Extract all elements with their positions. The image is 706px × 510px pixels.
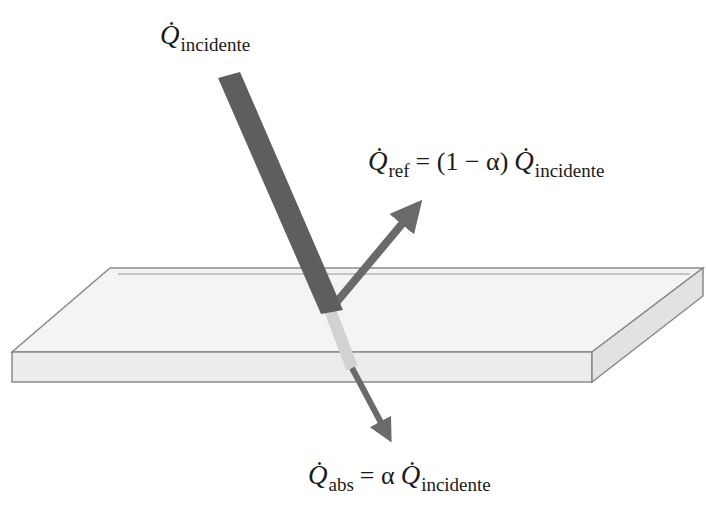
equation-text: = α [360, 461, 395, 490]
subscript-text: incidente [421, 474, 491, 495]
heat-symbol: Q̇ [308, 460, 328, 490]
reflected-label: Q̇ref= (1 − α)Q̇incidente [368, 148, 605, 175]
incident-beam [218, 72, 343, 314]
subscript-text: incidente [535, 160, 605, 181]
equation-text: = (1 − α) [416, 147, 509, 176]
heat-symbol: Q̇ [160, 20, 180, 50]
slab-side [592, 268, 703, 382]
heat-symbol: Q̇ [368, 146, 388, 176]
reflected-arrow [330, 212, 412, 310]
absorbed-label: Q̇abs= αQ̇incidente [308, 462, 491, 489]
slab-edge [118, 274, 690, 275]
subscript-text: incidente [181, 34, 251, 55]
subscript-text: abs [329, 474, 354, 495]
absorbed-beam-inside [330, 310, 352, 368]
heat-symbol: Q̇ [514, 146, 534, 176]
heat-symbol: Q̇ [401, 460, 421, 490]
incident-label: Q̇incidente [160, 22, 250, 49]
slab-front [12, 352, 592, 382]
absorbed-arrow [352, 368, 386, 432]
subscript-text: ref [389, 160, 410, 181]
